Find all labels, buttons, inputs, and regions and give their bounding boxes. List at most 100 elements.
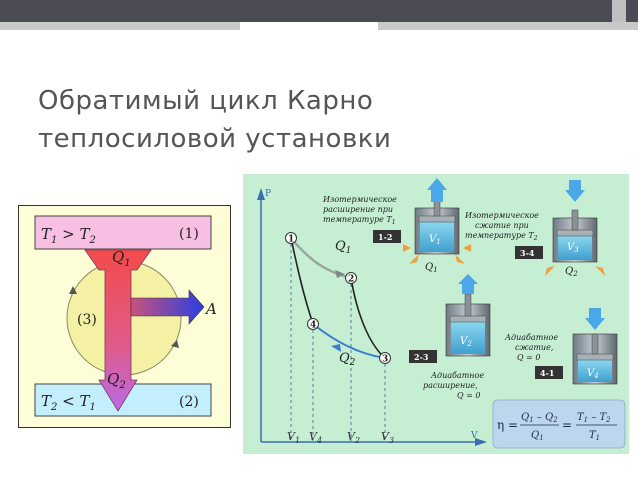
p-axis-arrow-icon: [257, 188, 265, 200]
heat-flow-arrow: [84, 249, 152, 412]
svg-text:Q = 0: Q = 0: [457, 391, 480, 400]
heat-engine-svg: T1 > T2 (1) T2 < T1 (2) Q1 Q2 A (3): [34, 215, 217, 417]
work-label: A: [204, 300, 217, 318]
cycle-arrow-icon: [171, 340, 179, 348]
svg-text:V2: V2: [460, 336, 472, 348]
point-4: 4: [307, 318, 319, 331]
work-arrow: [130, 289, 205, 325]
top-bar-stripe: [0, 22, 240, 30]
point-1: 1: [285, 232, 297, 245]
hot-temp-label: T1 > T2: [41, 225, 96, 246]
svg-text:1-2: 1-2: [378, 232, 392, 242]
svg-text:сжатие при: сжатие при: [475, 221, 529, 230]
stage-badge: [535, 366, 563, 379]
hot-reservoir: [34, 215, 212, 250]
heat-arrow-icon: [455, 254, 465, 264]
arrow-down-icon: [585, 308, 605, 330]
engine-number: (3): [77, 312, 97, 328]
heat-arrow-icon: [403, 244, 411, 252]
adiabat-2-3: [350, 277, 386, 359]
svg-text:η =: η =: [497, 418, 518, 432]
svg-text:Q1: Q1: [531, 430, 544, 442]
gas-fill: [558, 236, 592, 260]
stage-badge: [515, 246, 543, 259]
v1-tick: V1: [287, 430, 300, 445]
gas-fill: [451, 322, 485, 354]
point-3: 3: [379, 352, 391, 365]
svg-text:Q = 0: Q = 0: [517, 353, 540, 362]
v4-tick: V4: [309, 430, 322, 445]
svg-text:T1 – T2: T1 – T2: [577, 412, 611, 424]
v-axis-label: V: [470, 431, 478, 441]
svg-text:Q1 – Q2: Q1 – Q2: [521, 412, 558, 424]
slide-title: Обратимый цикл Карно теплосиловой устано…: [38, 82, 598, 158]
heat-engine-diagram: T1 > T2 (1) T2 < T1 (2) Q1 Q2 A (3): [18, 205, 231, 428]
stage-badge: [373, 230, 401, 243]
heat-arrow-icon: [463, 244, 471, 252]
point-2: 2: [345, 272, 357, 285]
isotherm-1-2: [290, 237, 352, 280]
carnot-pv-svg: P V 1 2 3 4 Q1 Q2 V1 V4 V2 V3 Изотермиче…: [257, 178, 626, 449]
cold-temp-label: T2 < T1: [41, 392, 96, 413]
svg-text:T1: T1: [589, 430, 600, 442]
heat-arrow-icon: [409, 254, 419, 264]
slide-title-line2: теплосиловой установки: [38, 124, 392, 154]
stage-badge: [409, 350, 437, 363]
svg-text:температуре T2: температуре T2: [465, 231, 538, 242]
isotherm-3-4: [312, 323, 386, 359]
svg-text:Q1: Q1: [425, 262, 438, 274]
svg-text:V3: V3: [567, 242, 579, 254]
svg-text:расширение при: расширение при: [323, 205, 393, 214]
svg-text:1: 1: [288, 235, 294, 245]
hot-reservoir-number: (1): [179, 226, 199, 242]
slide-top-bar: [0, 0, 638, 30]
svg-text:Q2: Q2: [565, 266, 578, 278]
piston: [576, 353, 614, 361]
adiabat-4-1: [290, 237, 314, 325]
piston: [449, 315, 487, 323]
piston-rod: [591, 333, 599, 355]
svg-text:3: 3: [382, 355, 388, 365]
svg-text:V1: V1: [429, 234, 441, 246]
direction-arrow-icon: [331, 344, 341, 352]
cold-reservoir-number: (2): [179, 394, 199, 410]
svg-text:=: =: [562, 418, 572, 432]
piston: [556, 229, 594, 237]
heat-in-label: Q1: [112, 248, 131, 269]
gas-fill: [578, 360, 612, 382]
p-axis-label: P: [265, 189, 271, 199]
v2-tick: V2: [347, 430, 360, 445]
heat-arrow-icon: [595, 266, 605, 276]
piston-rod: [464, 293, 472, 317]
svg-text:сжатие,: сжатие,: [515, 343, 553, 352]
arrow-up-icon: [427, 178, 447, 202]
svg-text:2-3: 2-3: [414, 352, 429, 362]
heat-arrow-icon: [545, 266, 555, 276]
top-bar-accent: [612, 0, 626, 22]
v3-tick: V3: [381, 430, 394, 445]
efficiency-formula: η = Q1 – Q2 Q1 = T1 – T2 T1: [492, 399, 626, 449]
stage-4-1: Адиабатное сжатие, Q = 0 4-1 V4: [504, 308, 618, 385]
piston: [418, 215, 456, 223]
top-bar-stripe: [378, 22, 638, 30]
svg-text:4-1: 4-1: [540, 368, 554, 378]
piston-rod: [571, 209, 579, 231]
arrow-up-icon: [458, 274, 478, 294]
svg-text:4: 4: [310, 321, 316, 331]
arrow-down-icon: [565, 180, 585, 202]
svg-text:V4: V4: [587, 368, 599, 380]
stage-1-2: Изотермическое расширение при температур…: [322, 178, 471, 274]
svg-text:температуре T1: температуре T1: [323, 215, 396, 226]
v-axis-arrow-icon: [475, 438, 487, 446]
svg-text:2: 2: [348, 275, 354, 285]
svg-text:Изотермическое: Изотермическое: [464, 211, 539, 220]
svg-text:Адиабатное: Адиабатное: [504, 333, 558, 342]
svg-text:Адиабатное: Адиабатное: [430, 371, 484, 380]
carnot-pv-diagram: P V 1 2 3 4 Q1 Q2 V1 V4 V2 V3 Изотермиче…: [243, 174, 629, 454]
svg-text:Изотермическое: Изотермическое: [322, 195, 397, 204]
direction-arrow-icon: [335, 270, 345, 278]
curve-q2-label: Q2: [339, 351, 356, 368]
svg-text:3-4: 3-4: [520, 248, 535, 258]
heat-out-label: Q2: [107, 370, 126, 391]
stage-3-4: Изотермическое сжатие при температуре T2…: [464, 180, 605, 278]
